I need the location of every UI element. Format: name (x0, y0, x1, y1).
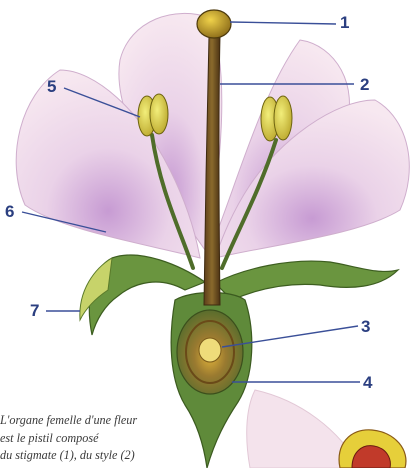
pistil-stigma (197, 10, 231, 38)
label-2: 2 (360, 76, 369, 93)
caption-line-2: est le pistil composé (0, 430, 205, 448)
caption-line-3: du stigmate (1), du style (2) (0, 447, 205, 465)
caption-line-1: L'organe femelle d'une fleur (0, 412, 205, 430)
label-3: 3 (361, 318, 370, 335)
label-6: 6 (5, 203, 14, 220)
sepal-right (215, 261, 398, 300)
anther-left (138, 94, 168, 136)
caption: L'organe femelle d'une fleur est le pist… (0, 412, 205, 465)
ovule (199, 338, 221, 362)
label-7: 7 (30, 302, 39, 319)
flower-detail-bottom-right (339, 430, 406, 468)
label-5: 5 (47, 78, 56, 95)
leader-line-1 (230, 22, 336, 24)
anther-right (261, 96, 292, 141)
label-1: 1 (340, 14, 349, 31)
label-4: 4 (363, 374, 372, 391)
